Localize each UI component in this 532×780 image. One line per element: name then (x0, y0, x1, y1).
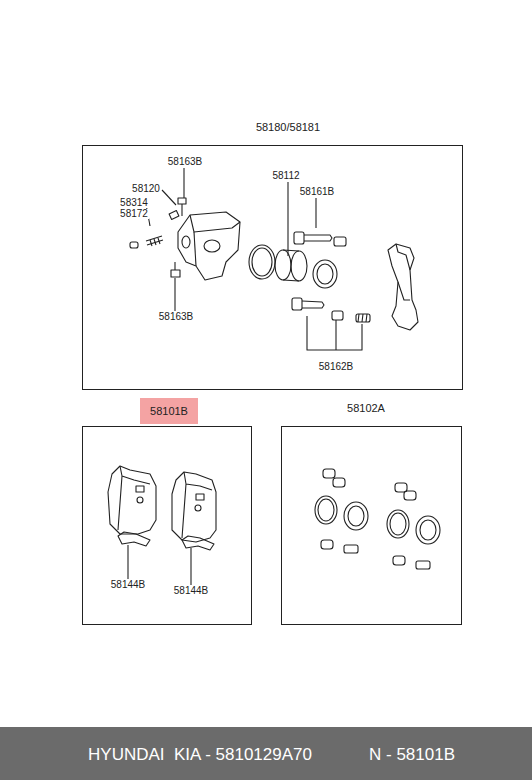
callout-number: 58112 (271, 171, 300, 181)
parts-group-box: 58102A (281, 426, 462, 625)
callout-number: 58162B (318, 362, 354, 372)
callout-number: 58163B (158, 312, 194, 322)
group-heading: 58101B (140, 398, 198, 424)
footer-band: HYUNDAI KIA - 5810129A70 N - 58101B (0, 727, 532, 780)
callout-number: 58163B (167, 157, 203, 167)
callout-number: 58144B (173, 586, 209, 596)
part-number-text: N - 58101B (369, 746, 455, 763)
callout-number: 58161B (299, 187, 335, 197)
group-heading: 58180/58181 (256, 122, 320, 133)
parts-group-box: 58101B (82, 426, 252, 625)
callout-number: 58120 (131, 184, 161, 194)
group-heading: 58102A (347, 403, 385, 414)
callout-number: 58172 (119, 209, 149, 219)
callout-number: 58314 (119, 198, 149, 208)
part-number-text: HYUNDAI KIA - 5810129A70 (88, 746, 312, 763)
parts-group-box: 58180/58181 (82, 145, 463, 390)
callout-number: 58144B (110, 580, 146, 590)
